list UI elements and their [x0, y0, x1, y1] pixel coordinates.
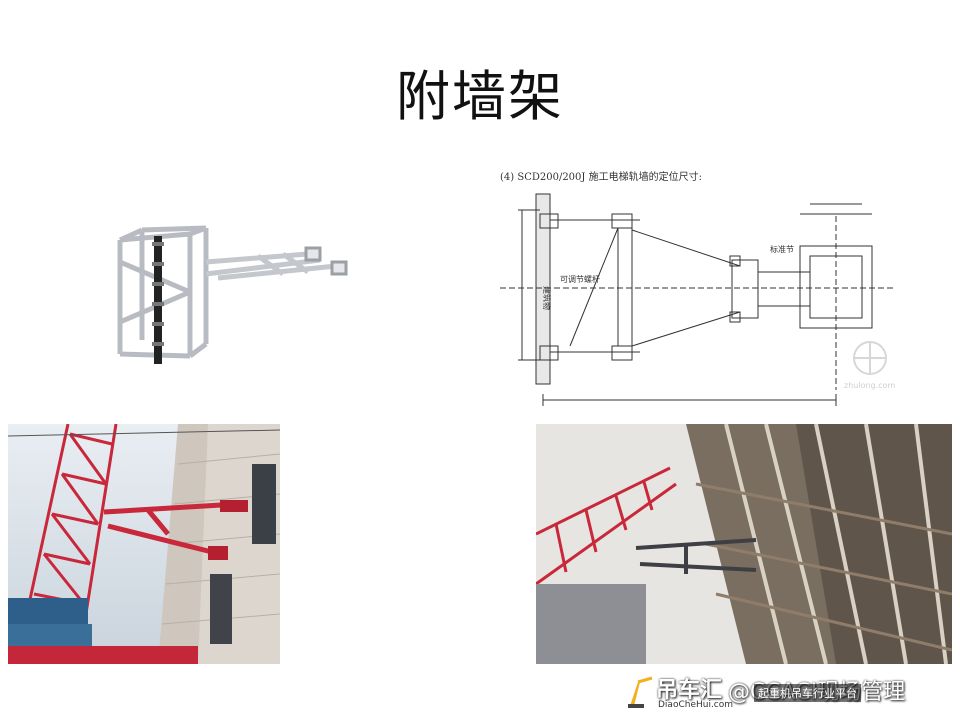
drawing-svg: 可调节螺杆 标准节 建筑物 zhulong.com	[500, 193, 895, 406]
label-standard-section: 标准节	[770, 244, 794, 254]
drawing-caption: (4) SCD200/200J 施工电梯轨墙的定位尺寸:	[500, 172, 702, 183]
zhulong-watermark-icon	[853, 341, 887, 375]
wall-tie-3d-model-svg	[108, 222, 353, 372]
crane-logo-icon	[628, 676, 653, 708]
watermark: 吊车汇 DiaoCheHui.com @CCACI现场管理 起重机吊车行业平台	[624, 670, 954, 716]
photo-wall-tie-scaffolding	[536, 424, 952, 664]
watermark-brand: 吊车汇	[656, 678, 723, 703]
photo-right-svg	[536, 424, 952, 664]
wall-tie-3d-model-image	[108, 222, 353, 372]
photo-wall-tie-building	[8, 424, 280, 664]
photo-left-svg	[8, 424, 280, 664]
zhulong-mark-text: zhulong.com	[844, 381, 895, 390]
watermark-url: DiaoCheHui.com	[658, 700, 734, 710]
watermark-tagline: 起重机吊车行业平台	[754, 684, 861, 702]
label-adjustable-rod: 可调节螺杆	[560, 274, 600, 284]
label-wall: 建筑物	[542, 286, 552, 310]
slide-title: 附墙架	[396, 65, 564, 128]
positioning-dimension-drawing: (4) SCD200/200J 施工电梯轨墙的定位尺寸:	[500, 160, 900, 410]
